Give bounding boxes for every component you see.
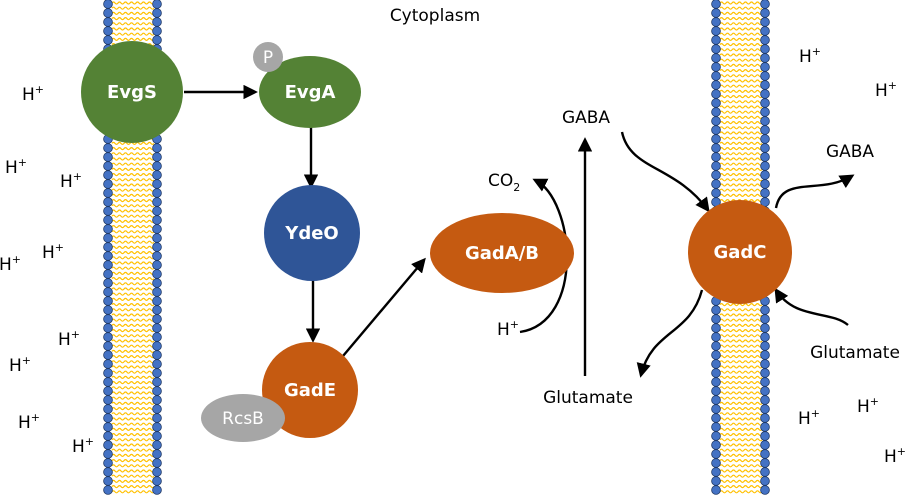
proton-base: H [9,356,22,376]
ydeo-label: YdeO [284,223,338,244]
gadab-node: GadA/B [430,213,574,293]
arrow-glutamate-into-gadc [774,287,849,326]
arrow-gadc-glutamate-in [636,289,704,378]
gaba-label-outside: GABA [826,142,874,162]
evga-ellipse [259,56,361,128]
phospho-label: P [263,48,273,68]
proton-superscript: + [888,79,897,92]
proton-superscript: + [85,435,94,448]
phospho-circle [253,42,283,72]
proton-superscript: + [73,170,82,183]
proton-superscript: + [12,253,21,266]
evga-node: EvgA P [253,42,361,128]
evga-label: EvgA [285,82,336,103]
proton-base: H [22,85,35,105]
proton-superscript: + [31,411,40,424]
proton-label: H+ [884,445,906,467]
proton-base: H [497,320,510,340]
co2-subscript: 2 [513,181,520,194]
proton-superscript: + [870,395,879,408]
proton-superscript: + [35,83,44,96]
proton-superscript: + [897,445,906,458]
gadc-circle [688,200,792,304]
proton-label: H+ [42,241,64,263]
proton-label: H+ [9,354,31,376]
ydeo-circle [264,185,360,281]
proton-label: H+ [22,83,44,105]
proton-labels: H+H+H+H+H+H+H+H+H+H+H+H+H+H+H+ [0,45,906,467]
cytoplasm-label: Cytoplasm [390,6,480,26]
proton-label: H+ [60,170,82,192]
proton-label: H+ [799,45,821,67]
proton-label: H+ [497,318,519,340]
proton-base: H [60,172,73,192]
proton-superscript: + [18,156,27,169]
proton-label: H+ [58,328,80,350]
proton-superscript: + [510,318,519,331]
proton-label: H+ [857,395,879,417]
proton-base: H [857,397,870,417]
proton-base: H [42,243,55,263]
gaba-label-cytoplasm: GABA [562,108,610,128]
proton-base: H [5,158,18,178]
proton-base: H [58,330,71,350]
proton-label: H+ [798,407,820,429]
proton-label: H+ [5,156,27,178]
glutamate-label-outside: Glutamate [810,343,900,363]
ydeo-node: YdeO [264,185,360,281]
proton-superscript: + [55,241,64,254]
evgs-node: EvgS [81,41,183,143]
proton-base: H [799,47,812,67]
proton-base: H [884,447,897,467]
proton-label: H+ [72,435,94,457]
proton-base: H [18,413,31,433]
arrow-gade-to-gadab [342,257,426,357]
rcsb-label: RcsB [222,409,264,429]
proton-base: H [0,255,12,275]
gadab-label: GadA/B [465,243,539,264]
gade-circle [262,342,358,438]
gadab-ellipse [430,213,574,293]
glutamate-label-cytoplasm: Glutamate [543,388,633,408]
gadc-label: GadC [713,242,766,263]
arrow-gadc-gaba-out [774,174,855,209]
arrow-gaba-into-gadc [620,131,710,213]
proton-base: H [798,409,811,429]
gadc-node: GadC [688,200,792,304]
evgs-label: EvgS [107,82,157,103]
proton-label: H+ [875,79,897,101]
evgs-circle [81,41,183,143]
proton-base: H [72,437,85,457]
proton-superscript: + [22,354,31,367]
proton-superscript: + [811,407,820,420]
proton-label: H+ [18,411,40,433]
co2-label: CO2 [488,171,520,194]
gade-node: GadE RcsB [201,342,358,442]
proton-superscript: + [812,45,821,58]
proton-label: H+ [0,253,21,275]
rcsb-ellipse [201,394,285,442]
proton-base: H [875,81,888,101]
co2-base: CO [488,171,513,191]
gade-label: GadE [284,380,336,401]
proton-superscript: + [71,328,80,341]
